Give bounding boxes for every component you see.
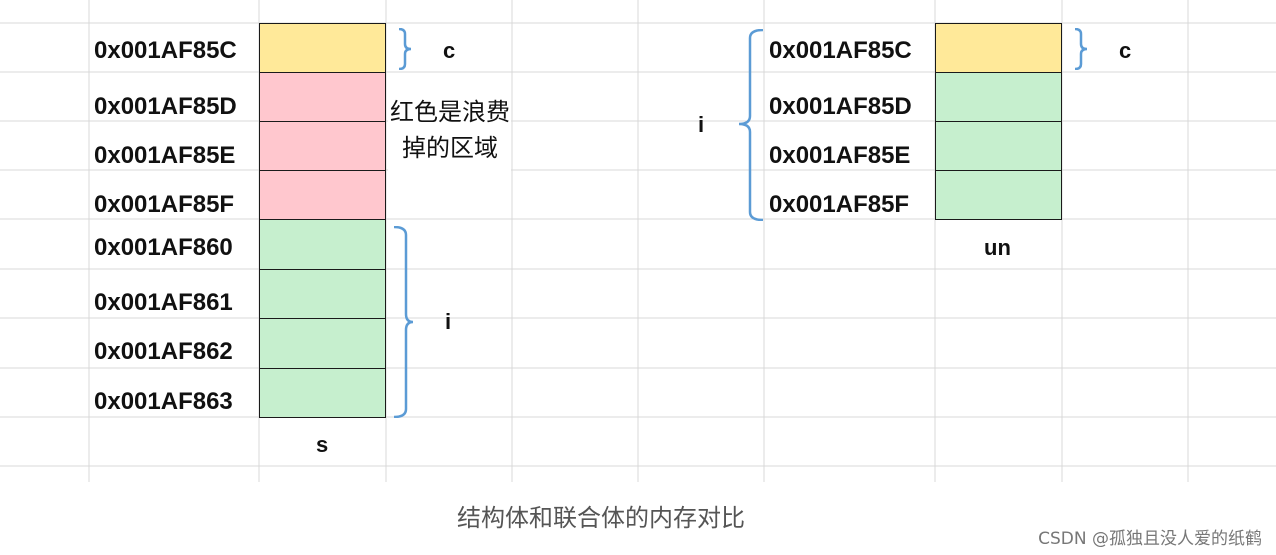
union-cell-char (935, 23, 1062, 73)
union-cell-int (935, 170, 1062, 220)
struct-address-5: 0x001AF861 (94, 289, 233, 316)
struct-cell-int (259, 269, 386, 319)
struct-name-label: s (316, 432, 329, 457)
union-c-brace-icon (1074, 28, 1088, 70)
struct-address-3: 0x001AF85F (94, 191, 235, 218)
union-member-c-label: c (1119, 38, 1132, 63)
union-i-brace-icon (738, 29, 764, 221)
struct-cell-char (259, 23, 386, 73)
union-member-i-label: i (698, 112, 705, 137)
struct-i-brace-icon (393, 226, 414, 418)
union-address-0: 0x001AF85C (769, 37, 912, 64)
struct-address-4: 0x001AF860 (94, 234, 233, 261)
struct-member-i-label: i (445, 309, 452, 334)
figure-caption: 结构体和联合体的内存对比 (457, 504, 745, 532)
watermark: CSDN @孤独且没人爱的纸鹤 (1038, 529, 1262, 549)
struct-address-2: 0x001AF85E (94, 142, 236, 169)
caption-band (0, 482, 1276, 555)
union-cell-int (935, 121, 1062, 171)
union-cell-int (935, 72, 1062, 122)
struct-cell-padding (259, 121, 386, 171)
struct-address-7: 0x001AF863 (94, 388, 233, 415)
struct-member-c-label: c (443, 38, 456, 63)
struct-cell-int (259, 219, 386, 270)
merged-note-cell (388, 73, 511, 218)
union-address-1: 0x001AF85D (769, 93, 912, 120)
struct-cell-int (259, 368, 386, 418)
struct-address-1: 0x001AF85D (94, 93, 237, 120)
struct-cell-int (259, 318, 386, 369)
union-address-2: 0x001AF85E (769, 142, 911, 169)
struct-cell-padding (259, 170, 386, 220)
struct-c-brace-icon (398, 28, 412, 70)
union-address-3: 0x001AF85F (769, 191, 910, 218)
struct-cell-padding (259, 72, 386, 122)
struct-address-0: 0x001AF85C (94, 37, 237, 64)
struct-address-6: 0x001AF862 (94, 338, 233, 365)
padding-note: 红色是浪费掉的区域 (390, 98, 510, 162)
union-name-label: un (984, 235, 1011, 260)
